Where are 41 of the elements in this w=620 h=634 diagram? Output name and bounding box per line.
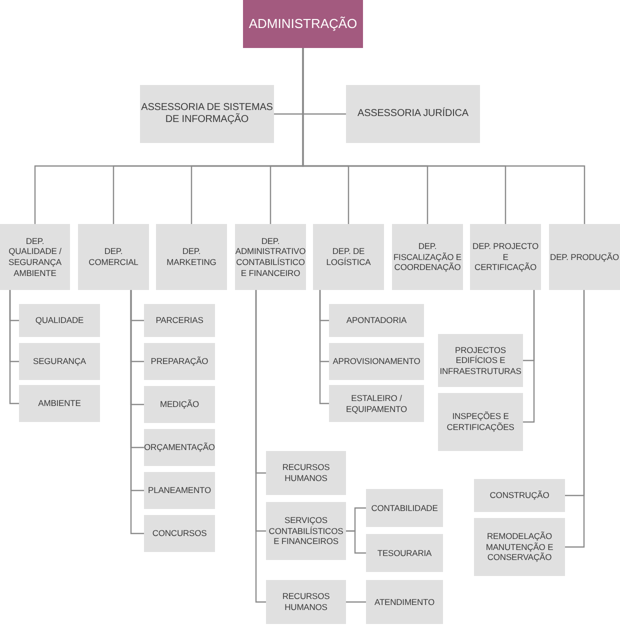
org-unit-box: PLANEAMENTO [144,472,215,509]
connector-line [9,290,19,404]
org-unit-box: ESTALEIRO / EQUIPAMENTO [329,385,424,422]
org-unit-box: DEP. MARKETING [156,224,227,290]
org-unit-box: ORÇAMENTAÇÃO [144,429,215,466]
org-unit-box: DEP. PROJECTO E CERTIFICAÇÃO [470,224,541,290]
org-unit-box: DEP. COMERCIAL [78,224,149,290]
org-unit-box: MEDIÇÃO [144,386,215,423]
connector-line [565,290,585,548]
org-unit-box: ATENDIMENTO [366,580,443,624]
org-unit-box: SERVIÇOS CONTABILÍSTICOS E FINANCEIROS [266,502,346,560]
org-unit-box: AMBIENTE [19,385,100,422]
connector-line [346,601,366,603]
org-unit-box: QUALIDADE [19,304,100,337]
org-unit-box: DEP. FISCALIZAÇÃO E COORDENAÇÃO [392,224,463,290]
root-box: ADMINISTRAÇÃO [243,0,363,48]
org-unit-box: ASSESSORIA JURÍDICA [346,85,480,143]
connector-line [255,290,266,603]
org-unit-box: PROJECTOS EDIFÍCIOS E INFRAESTRUTURAS [438,334,523,387]
org-unit-box: CONTABILIDADE [366,489,443,527]
connector-line [130,290,144,534]
org-unit-box: RECURSOS HUMANOS [266,451,346,495]
org-unit-box: DEP. QUALIDADE / SEGURANÇA AMBIENTE [0,224,70,290]
org-unit-box: APROVISIONAMENTO [329,343,424,380]
org-unit-box: DEP. PRODUÇÃO [549,224,620,290]
org-unit-box: RECURSOS HUMANOS [266,580,346,624]
org-unit-box: CONSTRUÇÃO [474,479,565,512]
org-unit-box: TESOURARIA [366,534,443,572]
org-unit-box: SEGURANÇA [19,343,100,380]
org-unit-box: CONCURSOS [144,515,215,552]
org-unit-box: DEP. DE LOGÍSTICA [313,224,384,290]
org-unit-box: REMODELAÇÃO MANUTENÇÃO E CONSERVAÇÃO [474,518,565,576]
org-unit-box: ASSESSORIA DE SISTEMAS DE INFORMAÇÃO [140,85,274,143]
org-unit-box: PARCERIAS [144,304,215,337]
org-unit-box: PREPARAÇÃO [144,343,215,380]
org-unit-box: APONTADORIA [329,304,424,337]
connector-line [346,530,366,554]
connector-line [523,290,535,423]
org-unit-box: INSPEÇÕES E CERTIFICAÇÕES [438,393,523,451]
org-unit-box: DEP. ADMINISTRATIVO CONTABILÍSTICO E FINANCEIRO [235,224,306,290]
connector-line [319,290,329,404]
